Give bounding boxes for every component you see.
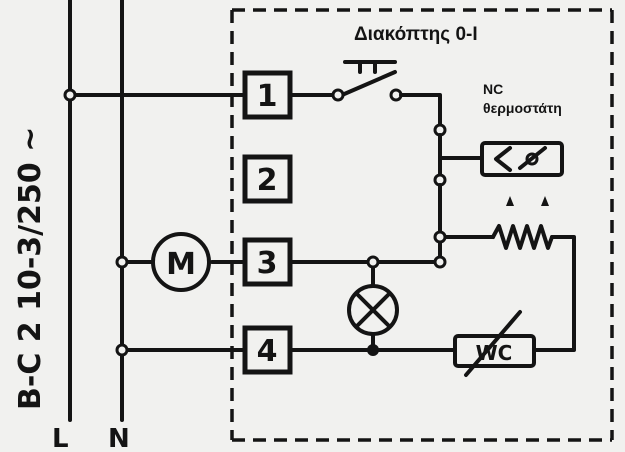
junction-lamp-top — [366, 255, 380, 269]
terminal-3: 3 — [242, 237, 293, 287]
bimetal-element: WC — [453, 310, 536, 377]
junction-n-4 — [115, 343, 129, 357]
model-marking: B-C 2 10-3/250 ~ — [13, 127, 48, 410]
wire-switch-to-thermostat — [399, 93, 442, 127]
wire-heater-to-bimetal — [532, 235, 576, 352]
thermostat-label-nc: NC — [483, 81, 503, 97]
switch-label: Διακόπτης 0-Ι — [354, 24, 478, 45]
junction-n-3 — [115, 255, 129, 269]
switch-label-background — [350, 18, 500, 46]
junction-lamp-bottom — [367, 344, 379, 356]
heater-resistor — [491, 224, 554, 250]
junction-terminal-3 — [433, 255, 447, 269]
switch-0-i — [331, 60, 403, 102]
thermostat-sensor — [480, 141, 564, 177]
motor-label: M — [166, 247, 196, 282]
terminal-1-label: 1 — [257, 79, 278, 114]
terminal-4: 4 — [242, 325, 293, 375]
terminal-2: 2 — [242, 154, 293, 204]
indicator-lamp — [347, 284, 399, 336]
enclosure-outline — [230, 8, 614, 442]
motor: M — [151, 232, 211, 292]
heat-arrows — [506, 196, 549, 206]
terminal-4-label: 4 — [257, 334, 278, 369]
junction-heater — [433, 230, 447, 244]
terminal-3-label: 3 — [257, 246, 278, 281]
junction-l-1 — [63, 88, 77, 102]
thermostat-label: θερμοστάτη — [483, 100, 562, 116]
line-l-label: L — [52, 424, 69, 452]
line-n-label: N — [108, 424, 130, 452]
terminal-1: 1 — [242, 70, 293, 120]
terminal-2-label: 2 — [257, 163, 278, 198]
